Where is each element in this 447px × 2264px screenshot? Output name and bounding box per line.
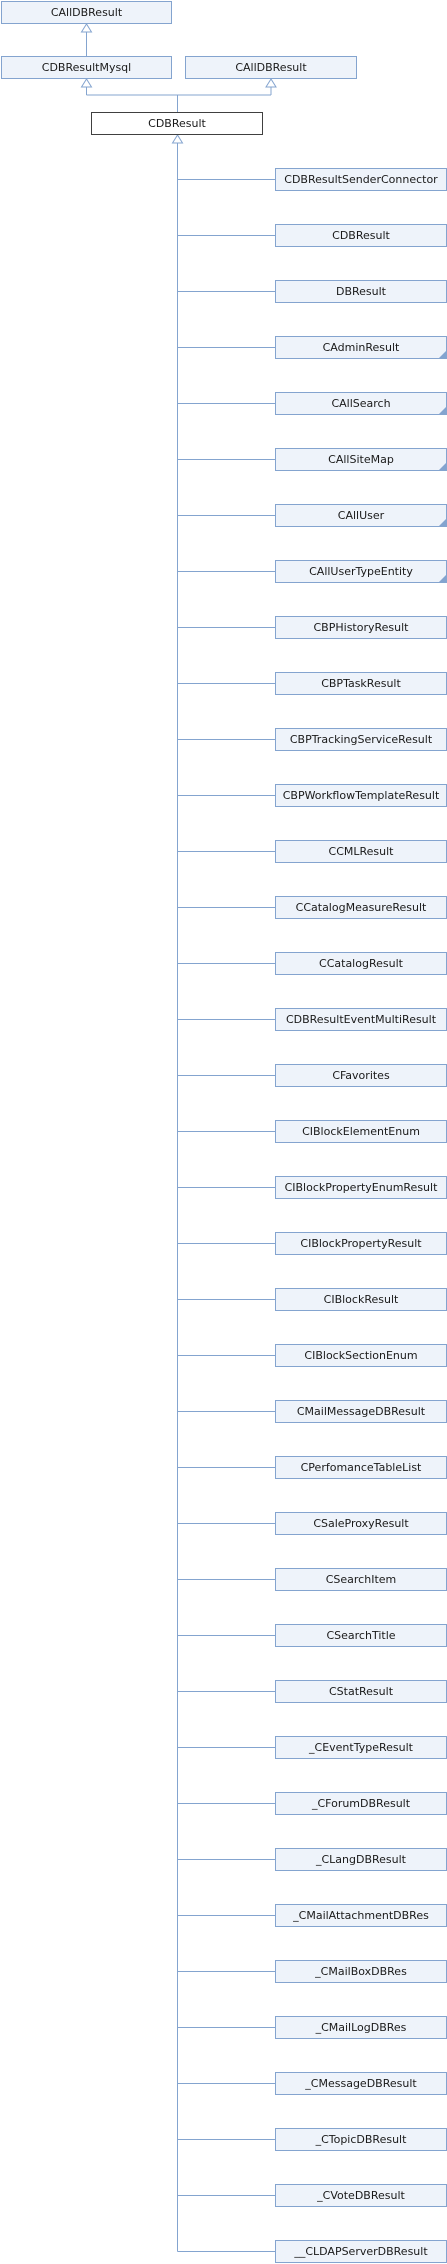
derived-class-node[interactable]: CBPTrackingServiceResult [275,728,447,751]
derived-class-node[interactable]: _CMessageDBResult [275,2072,447,2095]
edge-arrow-up [80,23,93,33]
derived-class-node[interactable]: CIBlockPropertyResult [275,1232,447,1255]
derived-class-node[interactable]: CSearchItem [275,1568,447,1591]
edge-arrow-up [265,78,277,88]
derived-class-node[interactable]: CAdminResult [275,336,447,359]
derived-class-node[interactable]: CMailMessageDBResult [275,1400,447,1423]
derived-class-node[interactable]: CBPHistoryResult [275,616,447,639]
derived-class-node[interactable]: CDBResultEventMultiResult [275,1008,447,1031]
derived-class-node[interactable]: CIBlockElementEnum [275,1120,447,1143]
edge-arrow-up [171,134,184,144]
more-children-corner-icon [439,463,446,470]
derived-class-node[interactable]: CIBlockSectionEnum [275,1344,447,1367]
derived-class-node[interactable]: CBPTaskResult [275,672,447,695]
derived-class-node[interactable]: _CMailAttachmentDBRes [275,1904,447,1927]
class-node-cdbresult-current: CDBResult [91,112,263,135]
derived-class-node[interactable]: DBResult [275,280,447,303]
derived-class-node[interactable]: CIBlockResult [275,1288,447,1311]
derived-class-node[interactable]: CAllUser [275,504,447,527]
derived-class-node[interactable]: CIBlockPropertyEnumResult [275,1176,447,1199]
derived-class-node[interactable]: CStatResult [275,1680,447,1703]
derived-class-node[interactable]: CPerfomanceTableList [275,1456,447,1479]
edge-arrow-up [80,78,93,88]
derived-class-node[interactable]: _CTopicDBResult [275,2128,447,2151]
class-node-calldbresult-top[interactable]: CAllDBResult [1,1,172,24]
derived-class-node[interactable]: CCatalogResult [275,952,447,975]
derived-class-node[interactable]: CCatalogMeasureResult [275,896,447,919]
derived-class-node[interactable]: CDBResultSenderConnector [275,168,447,191]
derived-class-node[interactable]: CSearchTitle [275,1624,447,1647]
derived-class-node[interactable]: _CMailLogDBRes [275,2016,447,2039]
derived-class-node[interactable]: __CLDAPServerDBResult [275,2240,447,2263]
derived-class-node[interactable]: CSaleProxyResult [275,1512,447,1535]
more-children-corner-icon [439,407,446,414]
more-children-corner-icon [439,519,446,526]
class-node-calldbresult[interactable]: CAllDBResult [185,56,357,79]
derived-class-node[interactable]: _CLangDBResult [275,1848,447,1871]
derived-class-node[interactable]: CAllUserTypeEntity [275,560,447,583]
class-node-cdbresultmysql[interactable]: CDBResultMysql [1,56,172,79]
derived-class-node[interactable]: _CEventTypeResult [275,1736,447,1759]
more-children-corner-icon [439,575,446,582]
derived-class-node[interactable]: _CVoteDBResult [275,2184,447,2207]
derived-class-node[interactable]: CDBResult [275,224,447,247]
more-children-corner-icon [439,351,446,358]
derived-class-node[interactable]: CCMLResult [275,840,447,863]
derived-class-node[interactable]: CFavorites [275,1064,447,1087]
derived-class-node[interactable]: _CForumDBResult [275,1792,447,1815]
derived-class-node[interactable]: CBPWorkflowTemplateResult [275,784,447,807]
derived-class-node[interactable]: CAllSearch [275,392,447,415]
derived-class-node[interactable]: _CMailBoxDBRes [275,1960,447,1983]
derived-class-node[interactable]: CAllSiteMap [275,448,447,471]
